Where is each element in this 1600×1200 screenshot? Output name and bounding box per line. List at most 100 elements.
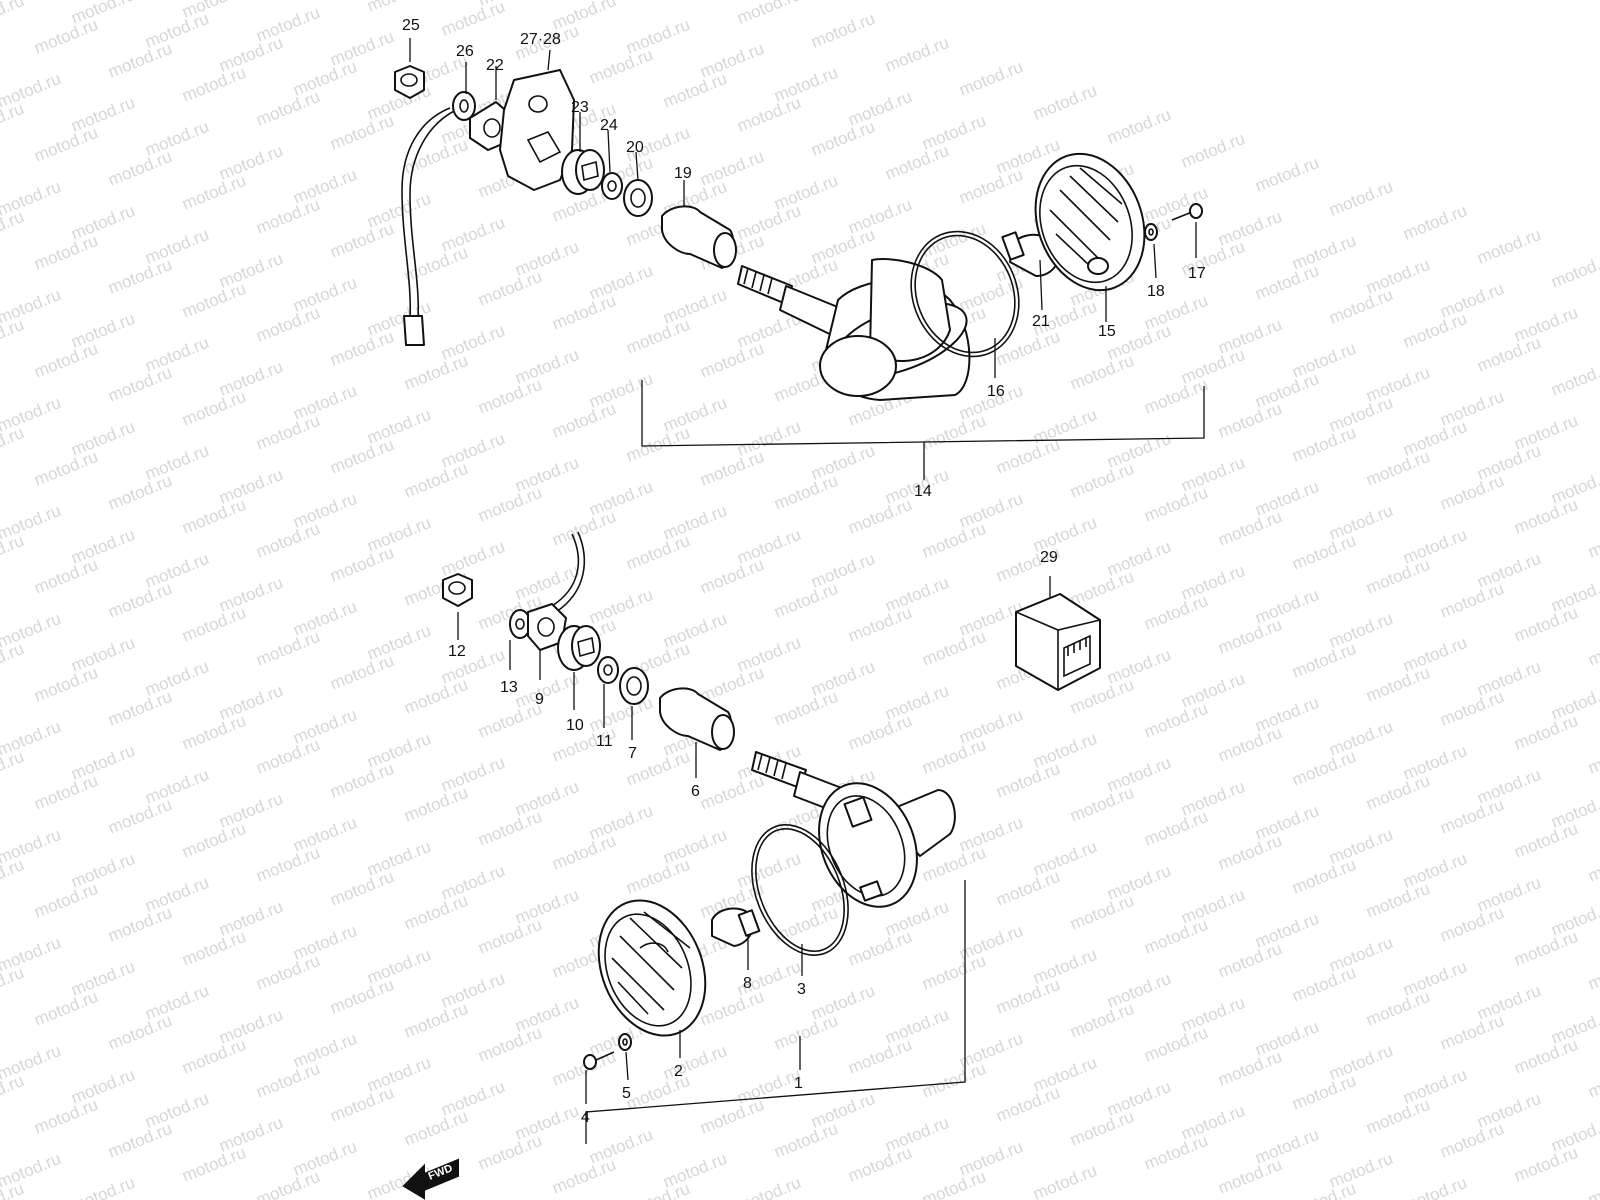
watermark-text: motod.ru bbox=[734, 0, 803, 28]
watermark-text: motod.ru bbox=[1141, 1131, 1210, 1174]
watermark-text: motod.ru bbox=[0, 1179, 27, 1200]
callout-3: 3 bbox=[797, 981, 806, 998]
watermark-text: motod.ru bbox=[0, 315, 27, 358]
lock-washer-part-20 bbox=[623, 179, 653, 217]
watermark-text: motod.ru bbox=[1363, 1095, 1432, 1138]
watermark-text: motod.ru bbox=[31, 123, 100, 166]
watermark-text: motod.ru bbox=[660, 69, 729, 112]
watermark-text: motod.ru bbox=[1141, 483, 1210, 526]
watermark-text: motod.ru bbox=[1289, 1179, 1358, 1200]
callout-21: 21 bbox=[1032, 313, 1050, 330]
watermark-text: motod.ru bbox=[1215, 507, 1284, 550]
watermark-text: motod.ru bbox=[1067, 999, 1136, 1042]
watermark-text: motod.ru bbox=[327, 759, 396, 802]
watermark-text: motod.ru bbox=[882, 33, 951, 76]
bulb-part-8 bbox=[711, 907, 761, 947]
watermark-text: motod.ru bbox=[1289, 855, 1358, 898]
watermark-text: motod.ru bbox=[697, 987, 766, 1030]
callout-8: 8 bbox=[743, 975, 752, 992]
grommet-part-6 bbox=[659, 687, 735, 751]
watermark-text: motod.ru bbox=[401, 459, 470, 502]
watermark-text: motod.ru bbox=[1067, 351, 1136, 394]
watermark-text: motod.ru bbox=[31, 231, 100, 274]
watermark-text: motod.ru bbox=[1326, 177, 1395, 220]
watermark-text: motod.ru bbox=[623, 315, 692, 358]
gasket-part-3 bbox=[751, 824, 849, 956]
watermark-text: motod.ru bbox=[253, 735, 322, 778]
watermark-text: motod.ru bbox=[549, 831, 618, 874]
watermark-text: motod.ru bbox=[1400, 309, 1469, 352]
watermark-text: motod.ru bbox=[0, 0, 27, 34]
watermark-text: motod.ru bbox=[1289, 639, 1358, 682]
watermark-text: motod.ru bbox=[1067, 1107, 1136, 1150]
watermark-text: motod.ru bbox=[31, 663, 100, 706]
wire-lower bbox=[555, 531, 586, 613]
watermark-text: motod.ru bbox=[31, 987, 100, 1030]
callout-14: 14 bbox=[914, 483, 932, 500]
watermark-text: motod.ru bbox=[1067, 675, 1136, 718]
watermark-text: motod.ru bbox=[1585, 843, 1600, 886]
watermark-text: motod.ru bbox=[845, 927, 914, 970]
watermark-text: motod.ru bbox=[0, 855, 27, 898]
lock-washer-part-7 bbox=[619, 667, 649, 705]
watermark-text: motod.ru bbox=[1104, 105, 1173, 148]
watermark-text: motod.ru bbox=[475, 807, 544, 850]
callout-labels: 25 26 22 27·28 23 24 20 19 17 18 21 15 1… bbox=[402, 17, 1206, 1126]
watermark-text: motod.ru bbox=[623, 855, 692, 898]
watermark-text: motod.ru bbox=[1215, 399, 1284, 442]
watermark-text: motod.ru bbox=[475, 915, 544, 958]
watermark-text: motod.ru bbox=[1030, 1161, 1099, 1200]
watermark-text: motod.ru bbox=[1067, 459, 1136, 502]
watermark-text: motod.ru bbox=[993, 327, 1062, 370]
callout-29: 29 bbox=[1040, 549, 1058, 566]
watermark-text: motod.ru bbox=[105, 363, 174, 406]
watermark-text: motod.ru bbox=[993, 867, 1062, 910]
washer-part-5 bbox=[618, 1033, 632, 1051]
watermark-text: motod.ru bbox=[549, 1155, 618, 1198]
watermark-text: motod.ru bbox=[1511, 1035, 1580, 1078]
watermark-text: motod.ru bbox=[327, 435, 396, 478]
watermark-text: motod.ru bbox=[1289, 747, 1358, 790]
watermark-text: motod.ru bbox=[179, 1143, 248, 1186]
callout-13: 13 bbox=[500, 679, 518, 696]
watermark-text: motod.ru bbox=[1474, 333, 1543, 376]
watermark-text: motod.ru bbox=[1215, 831, 1284, 874]
watermark-text: motod.ru bbox=[401, 351, 470, 394]
watermark-text: motod.ru bbox=[1141, 807, 1210, 850]
watermark-text: motod.ru bbox=[1289, 423, 1358, 466]
watermark-text: motod.ru bbox=[845, 711, 914, 754]
watermark-text: motod.ru bbox=[697, 447, 766, 490]
callout-1: 1 bbox=[794, 1075, 803, 1092]
watermark-text: motod.ru bbox=[771, 579, 840, 622]
screw-part-4 bbox=[583, 1051, 615, 1070]
watermark-text: motod.ru bbox=[31, 1095, 100, 1138]
watermark-text: motod.ru bbox=[253, 843, 322, 886]
watermark-text: motod.ru bbox=[179, 711, 248, 754]
watermark-text: motod.ru bbox=[0, 963, 27, 1006]
bushing-part-10 bbox=[557, 625, 601, 671]
watermark-text: motod.ru bbox=[1585, 627, 1600, 670]
watermark-text: motod.ru bbox=[1585, 1059, 1600, 1102]
watermark-text: motod.ru bbox=[808, 9, 877, 52]
watermark-text: motod.ru bbox=[734, 93, 803, 136]
callout-10: 10 bbox=[566, 717, 584, 734]
watermark-text: motod.ru bbox=[1215, 615, 1284, 658]
watermark-text: motod.ru bbox=[179, 279, 248, 322]
watermark-text: motod.ru bbox=[179, 927, 248, 970]
watermark-text: motod.ru bbox=[31, 447, 100, 490]
watermark-text: motod.ru bbox=[1363, 987, 1432, 1030]
watermark-text: motod.ru bbox=[808, 117, 877, 160]
watermark-text: motod.ru bbox=[253, 411, 322, 454]
callout-19: 19 bbox=[674, 165, 692, 182]
watermark-text: motod.ru bbox=[919, 951, 988, 994]
watermark-text: motod.ru bbox=[327, 975, 396, 1018]
watermark-text: motod.ru bbox=[1511, 711, 1580, 754]
callout-5: 5 bbox=[622, 1085, 631, 1102]
watermark-text: motod.ru bbox=[1141, 915, 1210, 958]
watermark-text: motod.ru bbox=[993, 975, 1062, 1018]
front-turn-signal-assembly bbox=[442, 531, 966, 1144]
watermark-text: motod.ru bbox=[1141, 375, 1210, 418]
watermark-text: motod.ru bbox=[956, 165, 1025, 208]
watermark-text: motod.ru bbox=[1141, 699, 1210, 742]
watermark-text: motod.ru bbox=[1585, 951, 1600, 994]
